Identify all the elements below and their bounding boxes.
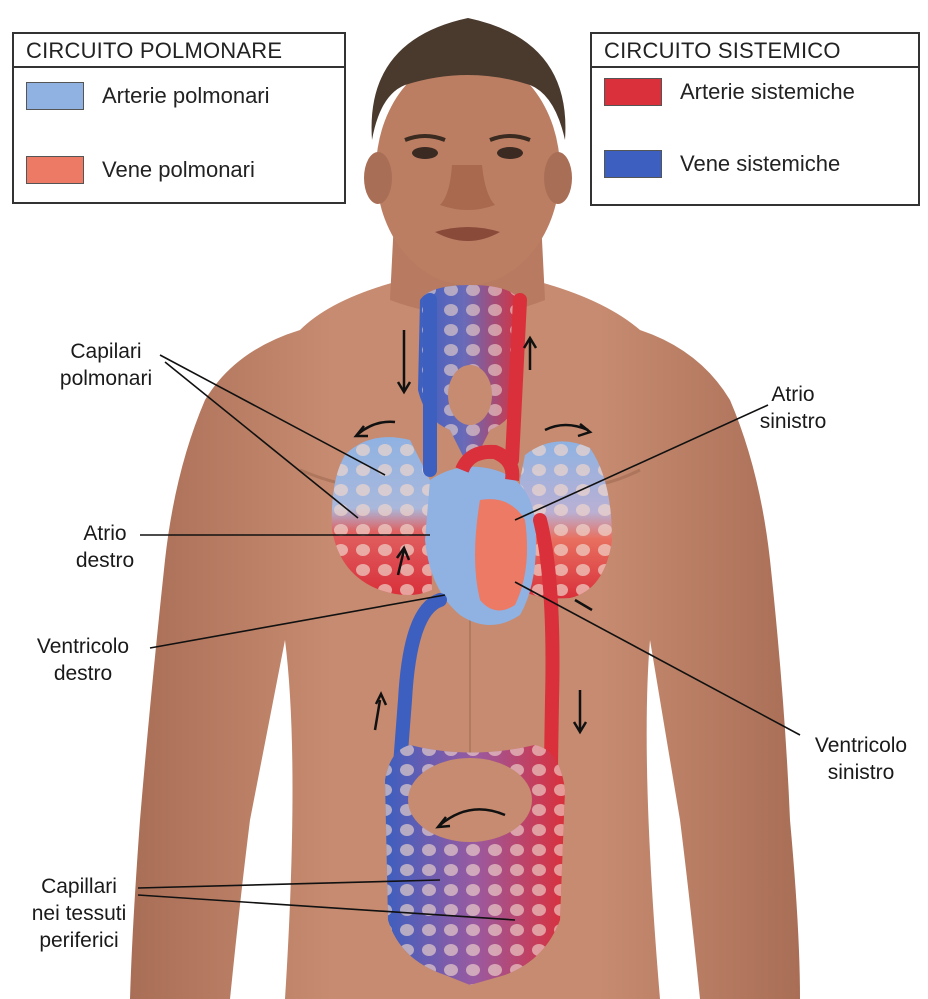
swatch-pulmonary-arteries [26,82,84,110]
legend-label-pulmonary-veins: Vene polmonari [102,157,255,183]
legend-label-systemic-arteries: Arterie sistemiche [680,79,855,105]
label-capillari-periferici: Capillari nei tessuti periferici [18,873,140,954]
legend-item-pulmonary-veins: Vene polmonari [26,156,255,184]
legend-pulmonary-circuit: CIRCUITO POLMONARE Arterie polmonari Ven… [12,32,346,204]
label-atrio-destro: Atrio destro [60,520,150,574]
legend-item-pulmonary-arteries: Arterie polmonari [26,82,270,110]
legend-label-pulmonary-arteries: Arterie polmonari [102,83,270,109]
legend-item-systemic-veins: Vene sistemiche [604,150,840,178]
label-ventricolo-sinistro: Ventricolo sinistro [800,732,922,786]
label-atrio-sinistro: Atrio sinistro [748,381,838,435]
swatch-pulmonary-veins [26,156,84,184]
legend-item-systemic-arteries: Arterie sistemiche [604,78,855,106]
label-ventricolo-destro: Ventricolo destro [18,633,148,687]
legend-systemic-circuit: CIRCUITO SISTEMICO Arterie sistemiche Ve… [590,32,920,206]
swatch-systemic-veins [604,150,662,178]
legend-pulmonary-title: CIRCUITO POLMONARE [14,34,344,68]
legend-systemic-title: CIRCUITO SISTEMICO [592,34,918,68]
label-capillari-polmonari: Capilari polmonari [46,338,166,392]
legend-label-systemic-veins: Vene sistemiche [680,151,840,177]
swatch-systemic-arteries [604,78,662,106]
